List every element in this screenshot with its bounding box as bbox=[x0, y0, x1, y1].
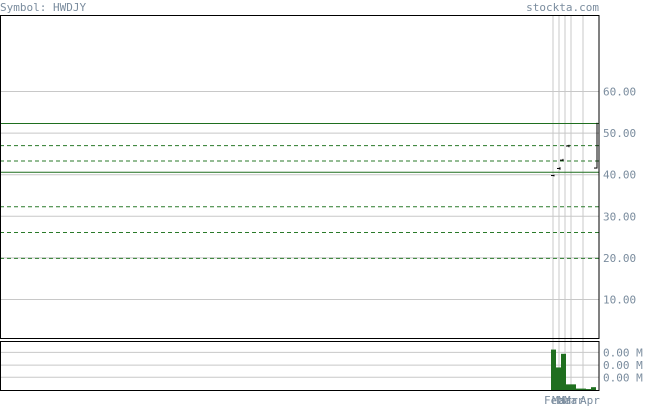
price-tick-label: 20.00 bbox=[603, 252, 636, 265]
x-tick-label: Apr bbox=[580, 394, 600, 406]
volume-bar bbox=[586, 389, 591, 390]
price-panel: 60.00 50.00 40.00 30.00 20.00 10.00 bbox=[0, 15, 636, 390]
price-tick-label: 60.00 bbox=[603, 86, 636, 99]
x-tick-label: Mar bbox=[564, 394, 584, 406]
price-tick-label: 30.00 bbox=[603, 210, 636, 223]
volume-frame bbox=[0, 341, 600, 391]
volume-bar bbox=[566, 384, 571, 390]
x-tick-label: Feb bbox=[544, 394, 564, 406]
volume-bar bbox=[571, 384, 576, 390]
volume-tick-label: 0.00 M bbox=[603, 346, 643, 359]
x-tick-label: Mar bbox=[558, 394, 578, 406]
x-tick-label: Mar bbox=[552, 394, 572, 406]
volume-bar bbox=[581, 388, 586, 390]
volume-tick-label: 0.00 M bbox=[603, 371, 643, 384]
symbol-label: Symbol: HWDJY bbox=[0, 1, 86, 14]
volume-panel: 0.00 M0.00 M0.00 M bbox=[0, 341, 643, 391]
site-label: stockta.com bbox=[526, 1, 599, 14]
volume-bar bbox=[556, 367, 561, 390]
price-frame bbox=[0, 15, 600, 339]
price-tick-label: 40.00 bbox=[603, 169, 636, 182]
volume-bar bbox=[561, 353, 566, 390]
volume-bar bbox=[551, 349, 556, 390]
price-tick-label: 50.00 bbox=[603, 127, 636, 140]
volume-bar bbox=[591, 387, 596, 390]
price-tick-label: 10.00 bbox=[603, 294, 636, 307]
volume-tick-label: 0.00 M bbox=[603, 359, 643, 372]
volume-bar bbox=[576, 388, 581, 390]
